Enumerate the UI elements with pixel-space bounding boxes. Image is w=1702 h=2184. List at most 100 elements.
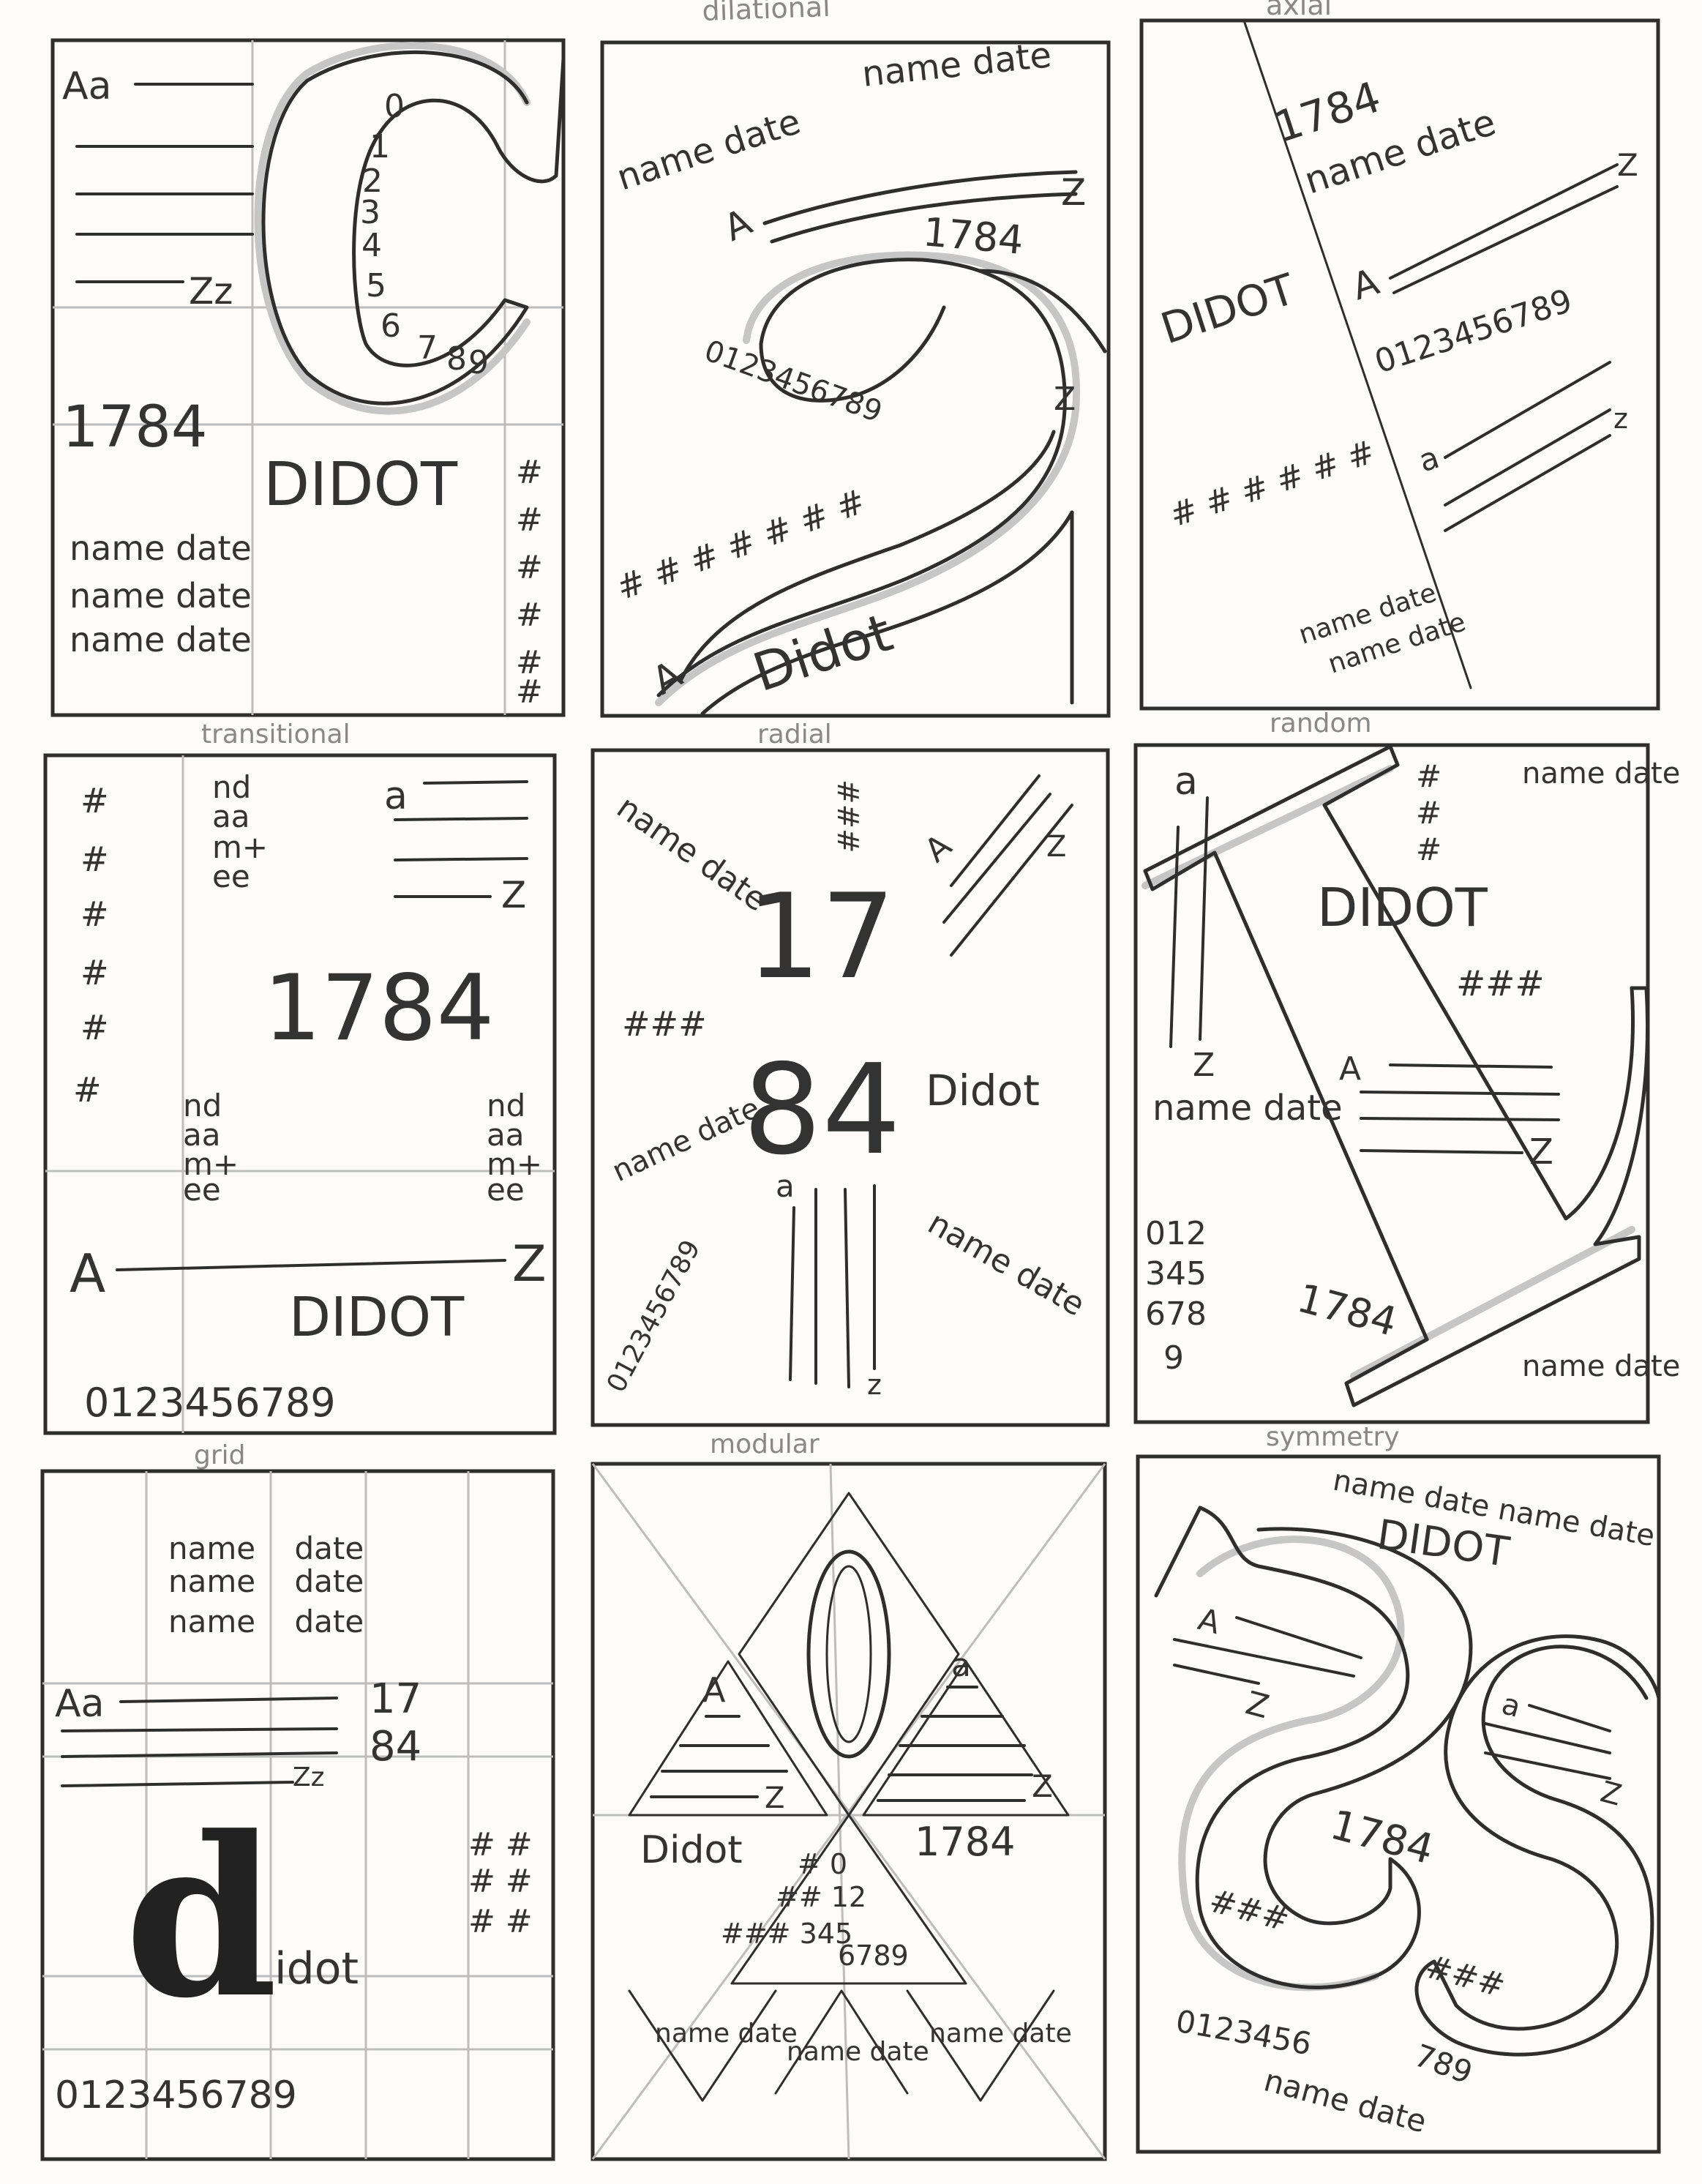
p6-hash-2: # [1416,795,1442,831]
p4-hash-1: # [80,781,109,820]
p6-name-date-1: name date [1522,757,1680,790]
p1-digit-0: 0 [384,88,405,125]
p8-a-lower: a [951,1647,971,1684]
p7-idot: idot [274,1943,359,1994]
p8-name-date-1: name date [655,2019,798,2049]
p1-name-date-1: name date [70,528,252,568]
p7-big-d: d [124,1788,278,2046]
p1-zz: Zz [189,270,233,313]
p7-zz: Zz [293,1762,325,1792]
p8-z: Z [765,1781,784,1815]
p1-didot: DIDOT [263,450,458,520]
p4-year: 1784 [263,956,495,1061]
p5-84: 84 [743,1038,901,1183]
p3-a: A [1347,261,1384,309]
label-radial: radial [757,719,832,749]
p6-hash-1: # [1416,758,1442,794]
p1-digit-2: 2 [362,162,383,200]
p1-hash-3: # [516,549,543,586]
p3-didot: DIDOT [1155,264,1301,354]
p6-z: Z [1193,1047,1215,1084]
p5-17: 17 [746,868,896,1005]
p4-aa-3: aa [487,1117,524,1153]
p8-row-4: 6789 [838,1940,909,1972]
p7-digits: 0123456789 [55,2073,297,2117]
p3-digits: 0123456789 [1371,282,1577,381]
p3-hashes: # # # # # # [1166,433,1380,534]
p4-aa-2: aa [183,1117,220,1153]
p6-didot: DIDOT [1317,877,1488,938]
p9-hashes-1: ### [1205,1882,1293,1939]
p2-z: Z [1061,171,1086,214]
label-grid: grid [194,1440,246,1470]
p1-hash-1: # [516,454,543,491]
p9-year: 1784 [1325,1801,1438,1874]
p5-z: Z [1046,830,1066,864]
p2-year: 1784 [921,209,1025,263]
p6-hash-3: # [1416,831,1442,867]
p4-nd: nd [212,769,251,805]
p4-nd-2: nd [183,1088,222,1123]
p6-year: 1784 [1293,1275,1402,1345]
p1-aa: Aa [62,64,111,108]
p9-z-lower: Z [1597,1775,1624,1813]
p5-hashes-top: ### [831,779,864,853]
p7-hash-row-2: # # [468,1863,533,1900]
p4-nd-3: nd [487,1088,525,1123]
p1-digit-1: 1 [370,128,390,165]
p5-a-lower: a [776,1168,795,1204]
p5-z-lower: z [867,1369,882,1401]
p2-a: A [718,201,759,250]
p7-aa: Aa [55,1682,104,1726]
p2-hashes: # # # # # # # [611,481,870,607]
p6-012: 012 [1145,1215,1207,1252]
p1-hash-6: # [516,673,543,711]
panel-3: 1784 name date DIDOT A Z 0123456789 # # … [1139,18,1660,711]
p4-hash-3: # [80,894,109,934]
panel-4: # # # # # # nd aa m+ ee a Z 1784 nd aa m… [43,753,557,1435]
p1-hash-4: # [516,597,543,634]
p1-digit-7: 7 [417,329,438,367]
p6-345: 345 [1145,1255,1207,1293]
p1-digit-6: 6 [380,307,401,345]
p4-ee-2: ee [183,1172,221,1208]
p1-digit-9: 9 [468,344,489,381]
p4-aa: aa [212,799,250,834]
p4-hash-2: # [80,839,109,879]
p4-ee-3: ee [487,1172,525,1208]
label-modular: modular [710,1429,820,1459]
p7-name-date-2: name date [168,1563,364,1599]
p5-hashes-left: ### [622,1004,707,1044]
p1-digit-4: 4 [361,227,382,264]
p9-digits-1: 0123456 [1173,2003,1314,2063]
p3-a-lower: a [1414,439,1444,479]
p5-digits: 0123456789 [601,1235,707,1397]
p6-9: 9 [1163,1339,1184,1377]
p4-a-large: A [70,1243,105,1304]
p4-hash-5: # [80,1008,109,1047]
p4-hash-6: # [73,1070,102,1110]
p1-name-date-2: name date [70,576,252,616]
p4-z-large: Z [512,1235,547,1293]
panel-6: a Z # # # name date DIDOT ### A Z name d… [1133,743,1680,1424]
p2-digits: 0123456789 [700,334,887,429]
p1-year: 1784 [62,394,208,460]
panel-5: name date ### A Z 17 84 ### Didot name d… [591,748,1110,1427]
p6-name-date-2: name date [1152,1088,1343,1129]
p8-name-date-3: name date [929,2019,1072,2049]
p5-didot: Didot [926,1066,1040,1115]
p9-name-date-2: name date [1260,2062,1430,2139]
p4-mt-2: m+ [183,1146,239,1182]
p6-a: a [1174,760,1198,804]
p8-z-lower: Z [1032,1768,1053,1804]
p6-name-date-3: name date [1522,1350,1680,1383]
p1-hash-2: # [516,501,543,539]
p3-z-lower: z [1613,403,1628,435]
p8-a: A [702,1670,726,1710]
p8-row-2: ## 12 [776,1881,866,1913]
p6-678: 678 [1145,1295,1207,1333]
panel-8: 0 A Z a Z Didot 1784 # 0 ## 12 ### 345 6… [591,1462,1107,2161]
p1-hash-5: # [516,644,543,681]
p3-z: Z [1617,147,1638,183]
